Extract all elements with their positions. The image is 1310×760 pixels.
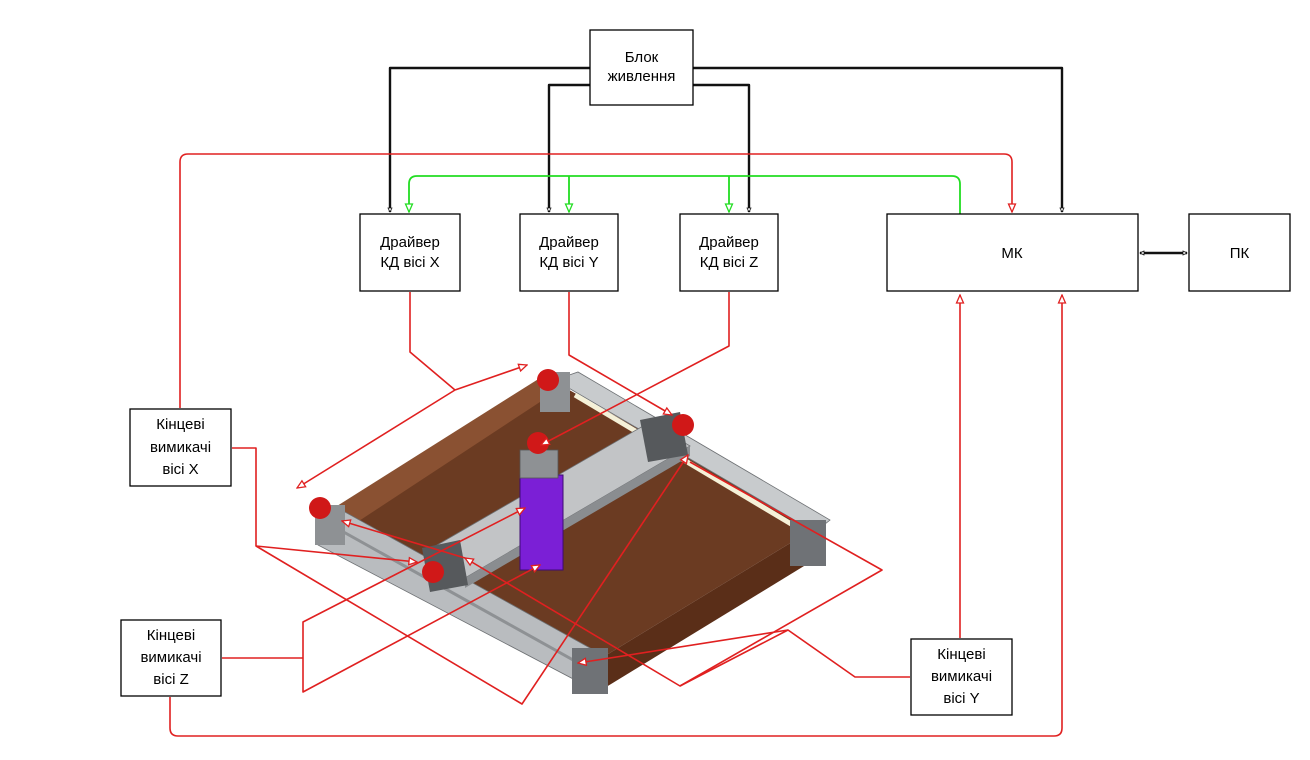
signal-limit-x-to-mk (179, 153, 1012, 408)
driver-x-box (359, 213, 461, 292)
wire-driver-x-motor-left (297, 389, 456, 488)
power-box (589, 29, 694, 106)
driver-z-label-line2: КД вісі Z (700, 254, 759, 271)
corner-block-front (572, 648, 608, 694)
bed-side-front (590, 528, 822, 692)
block-pk: ПК (1188, 213, 1291, 292)
z-motor-mount (519, 449, 559, 479)
x-motor-gantry (422, 561, 444, 583)
z-carriage (519, 474, 564, 571)
limit-y-box (910, 638, 1013, 716)
power-lines (390, 66, 1187, 253)
driver-y-box (519, 213, 619, 292)
block-mk: МК (886, 213, 1139, 292)
mk-box (886, 213, 1139, 292)
wire-driver-z (541, 292, 730, 445)
wire-driver-x-motor-back (454, 365, 527, 391)
bed-side-back (318, 378, 540, 540)
limit-x-label-line1: Кінцеві (156, 416, 204, 433)
wire-limit-z-sensor-top (302, 508, 525, 658)
block-driver-y: Драйвер КД вісі Y (519, 213, 619, 292)
wire-limit-z-sensor-bottom (302, 565, 540, 693)
block-driver-x: Драйвер КД вісі X (359, 213, 461, 292)
power-line-mk (693, 66, 1062, 212)
cnc-machine-illustration (309, 369, 831, 694)
rail-right-slot (573, 392, 820, 543)
power-label-line2: живлення (608, 68, 676, 85)
driver-z-box (679, 213, 779, 292)
limit-y-label-line1: Кінцеві (937, 646, 985, 663)
driver-y-label-line1: Драйвер (539, 234, 599, 251)
pk-box (1188, 213, 1291, 292)
y-motor-back (537, 369, 559, 391)
mk-label: МК (1001, 245, 1022, 262)
block-limit-z: Кінцеві вимикачі вісі Z (120, 619, 222, 697)
corner-block-right (790, 520, 826, 566)
limit-z-label-line3: вісі Z (153, 671, 188, 688)
wire-limit-x-sensor-left (232, 447, 417, 562)
wire-limit-y-sensor-left (342, 521, 466, 559)
wire-driver-x (409, 292, 456, 391)
limit-x-label-line2: вимикачі (150, 439, 211, 456)
block-power: Блок живлення (589, 29, 694, 106)
limit-z-box (120, 619, 222, 697)
power-line-driver-z (693, 83, 749, 212)
driver-z-label-line1: Драйвер (699, 234, 759, 251)
limit-y-label-line3: вісі Y (943, 690, 979, 707)
driver-y-label-line2: КД вісі Y (539, 254, 598, 271)
power-line-driver-x (390, 66, 590, 212)
limit-x-box (129, 408, 232, 487)
driver-x-label-line2: КД вісі X (380, 254, 439, 271)
driver-x-label-line1: Драйвер (380, 234, 440, 251)
power-label-line1: Блок (625, 49, 659, 66)
pk-label: ПК (1230, 245, 1250, 262)
limit-x-label-line3: вісі X (162, 461, 198, 478)
signal-lines (169, 153, 1062, 737)
y-motor-left (309, 497, 331, 519)
control-line-driver-x (409, 175, 961, 214)
limit-z-label-line1: Кінцеві (147, 627, 195, 644)
control-lines (409, 175, 961, 214)
block-limit-x: Кінцеві вимикачі вісі X (129, 408, 232, 487)
signal-limit-z-to-mk (169, 295, 1062, 737)
wire-limit-x-sensor-right (255, 455, 688, 705)
wire-driver-y (568, 292, 672, 415)
power-line-driver-y (549, 83, 590, 212)
rail-right (554, 371, 831, 533)
block-driver-z: Драйвер КД вісі Z (679, 213, 779, 292)
wire-limit-y-sensor-right (679, 461, 883, 687)
wire-limit-y-sensor-front (578, 629, 910, 678)
limit-z-label-line2: вимикачі (140, 649, 201, 666)
limit-y-label-line2: вимикачі (931, 668, 992, 685)
block-limit-y: Кінцеві вимикачі вісі Y (910, 638, 1013, 716)
x-motor (672, 414, 694, 436)
